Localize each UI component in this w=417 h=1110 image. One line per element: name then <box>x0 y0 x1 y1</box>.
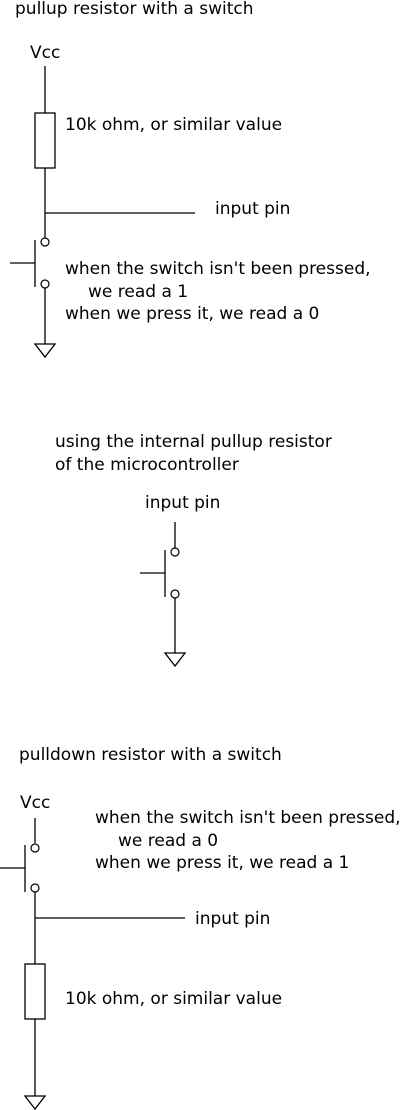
pulldown-note-line2: we read a 0 <box>118 831 218 851</box>
pullup-resistor-label: 10k ohm, or similar value <box>65 115 282 135</box>
pullup-note-line3: when we press it, we read a 0 <box>65 304 319 324</box>
pulldown-resistor-label: 10k ohm, or similar value <box>65 989 282 1009</box>
pulldown-note-line3: when we press it, we read a 1 <box>95 853 349 873</box>
pulldown-ground-symbol <box>23 1095 47 1110</box>
pulldown-vcc-label: Vcc <box>20 793 50 813</box>
internal-pullup-circuit: using the internal pullup resistor of th… <box>55 432 332 668</box>
pulldown-title: pulldown resistor with a switch <box>19 745 282 765</box>
internal-title-line1: using the internal pullup resistor <box>55 432 332 452</box>
internal-switch <box>140 547 180 599</box>
pullup-vcc-label: Vcc <box>30 43 60 63</box>
pulldown-note-line1: when the switch isn't been pressed, <box>95 808 401 828</box>
pullup-note-line1: when the switch isn't been pressed, <box>65 259 371 279</box>
pullup-title: pullup resistor with a switch <box>15 0 254 19</box>
internal-title-line2: of the microcontroller <box>55 455 239 475</box>
pullup-note-line2: we read a 1 <box>88 282 188 302</box>
internal-ground-symbol <box>163 652 187 668</box>
pulldown-circuit: pulldown resistor with a switch Vcc when… <box>0 745 401 1110</box>
pullup-input-label: input pin <box>215 199 290 219</box>
pulldown-switch <box>0 843 40 893</box>
pullup-resistor <box>34 112 56 169</box>
pullup-ground-symbol <box>33 343 57 359</box>
pulldown-resistor <box>24 963 46 1020</box>
internal-input-label: input pin <box>145 493 220 513</box>
pullup-circuit: pullup resistor with a switch Vcc 10k oh… <box>10 0 371 359</box>
pullup-switch <box>10 237 50 289</box>
pulldown-input-label: input pin <box>195 909 270 929</box>
